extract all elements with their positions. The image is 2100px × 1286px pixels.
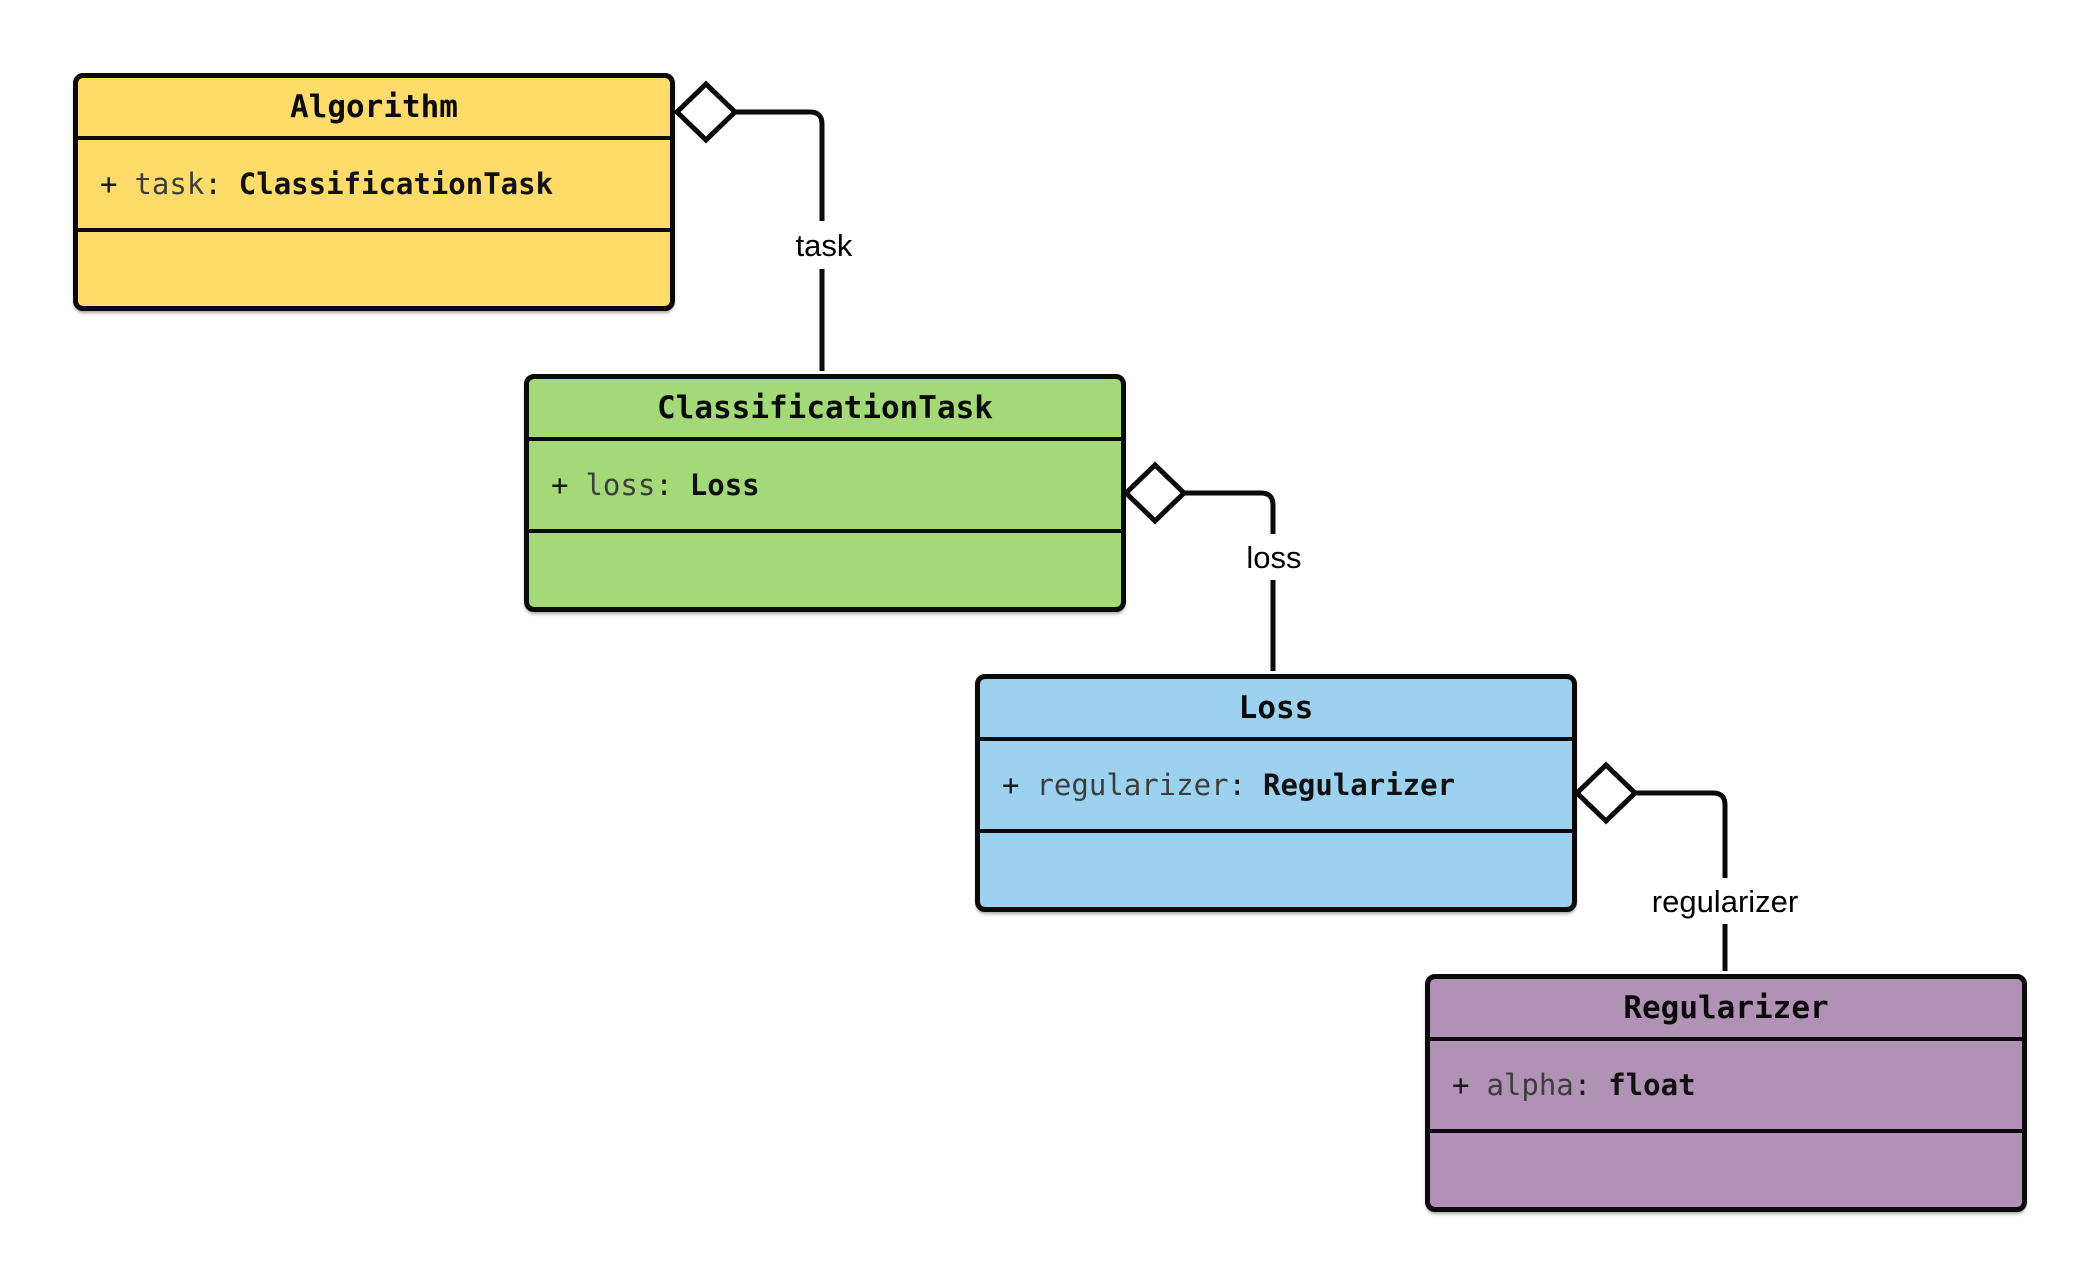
class-methods-section (529, 533, 1121, 607)
connector-label-loss: loss (1246, 540, 1301, 575)
connector-label-task: task (796, 228, 853, 263)
class-box-classificationtask: ClassificationTask + loss : Loss (524, 374, 1126, 612)
connector-task-line (735, 109, 825, 371)
attribute-name: regularizer (1036, 768, 1229, 802)
class-attribute-row: + task : ClassificationTask (78, 140, 670, 232)
attribute-name: task (134, 167, 205, 201)
attribute-type: float (1608, 1068, 1696, 1102)
attribute-separator: : (204, 167, 222, 201)
attribute-name: alpha (1486, 1068, 1574, 1102)
class-box-regularizer: Regularizer + alpha : float (1425, 974, 2027, 1212)
attribute-separator: : (1573, 1068, 1592, 1102)
class-title: Regularizer (1430, 979, 2022, 1041)
attribute-name: loss (585, 468, 656, 502)
class-attribute-row: + loss : Loss (529, 441, 1121, 533)
attribute-type: Regularizer (1263, 768, 1456, 802)
connector-label-regularizer: regularizer (1652, 884, 1798, 919)
class-title: ClassificationTask (529, 379, 1121, 441)
class-methods-section (78, 232, 670, 306)
class-title: Loss (980, 679, 1572, 741)
attribute-type: Loss (689, 468, 760, 502)
connector-label-task-bg (784, 221, 864, 269)
attribute-visibility: + (551, 468, 569, 502)
aggregation-diamond-loss-icon (1122, 461, 1188, 525)
class-methods-section (980, 833, 1572, 907)
attribute-separator: : (655, 468, 673, 502)
attribute-type: ClassificationTask (238, 167, 554, 201)
connector-label-regularizer-bg (1638, 878, 1812, 924)
class-attribute-row: + regularizer : Regularizer (980, 741, 1572, 833)
aggregation-diamond-task-icon (673, 80, 739, 144)
class-box-algorithm: Algorithm + task : ClassificationTask (73, 73, 675, 311)
aggregation-diamond-regularizer-icon (1573, 761, 1639, 825)
attribute-separator: : (1228, 768, 1246, 802)
connector-label-loss-bg (1238, 534, 1310, 580)
class-box-loss: Loss + regularizer : Regularizer (975, 674, 1577, 912)
attribute-visibility: + (100, 167, 118, 201)
class-attribute-row: + alpha : float (1430, 1041, 2022, 1133)
class-methods-section (1430, 1133, 2022, 1207)
attribute-visibility: + (1002, 768, 1020, 802)
attribute-visibility: + (1452, 1068, 1470, 1102)
class-title: Algorithm (78, 78, 670, 140)
connector-regularizer-line (1635, 790, 1728, 971)
connector-loss-line (1184, 490, 1276, 671)
